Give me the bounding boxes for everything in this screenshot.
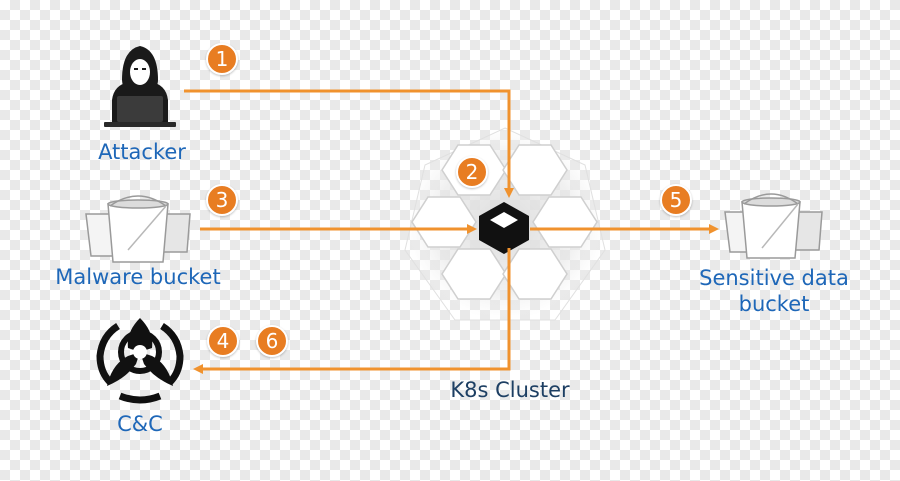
- flow-line-cnc: [193, 248, 511, 374]
- hexagon-top-right: [502, 144, 568, 196]
- step-badge-2: 2: [456, 156, 488, 188]
- cluster-hexagons: [411, 144, 598, 300]
- step-badge-1: 1: [206, 43, 238, 75]
- flow-lines: [184, 89, 719, 374]
- hexagon-right: [532, 196, 598, 248]
- bucket-icon: [724, 193, 823, 259]
- sensitive-bucket-label-line1: Sensitive data: [699, 266, 849, 290]
- sensitive-bucket-label-line2: bucket: [738, 292, 810, 316]
- bucket-icon: [85, 195, 191, 263]
- step-badge-6: 6: [256, 325, 288, 357]
- attacker-label: Attacker: [98, 140, 186, 164]
- hexagon-bottom-right: [502, 248, 568, 300]
- flow-line-attacker: [184, 89, 514, 198]
- malware-bucket-label: Malware bucket: [55, 265, 221, 289]
- hexagon-left: [411, 196, 477, 248]
- kubernetes-node-icon: [479, 202, 529, 254]
- step-badge-4: 4: [207, 325, 239, 357]
- step-badge-5: 5: [660, 184, 692, 216]
- hacker-icon: [104, 46, 176, 127]
- cluster-label: K8s Cluster: [450, 378, 570, 402]
- step-badge-3: 3: [206, 184, 238, 216]
- biohazard-icon: [96, 318, 184, 404]
- cnc-label: C&C: [117, 412, 163, 436]
